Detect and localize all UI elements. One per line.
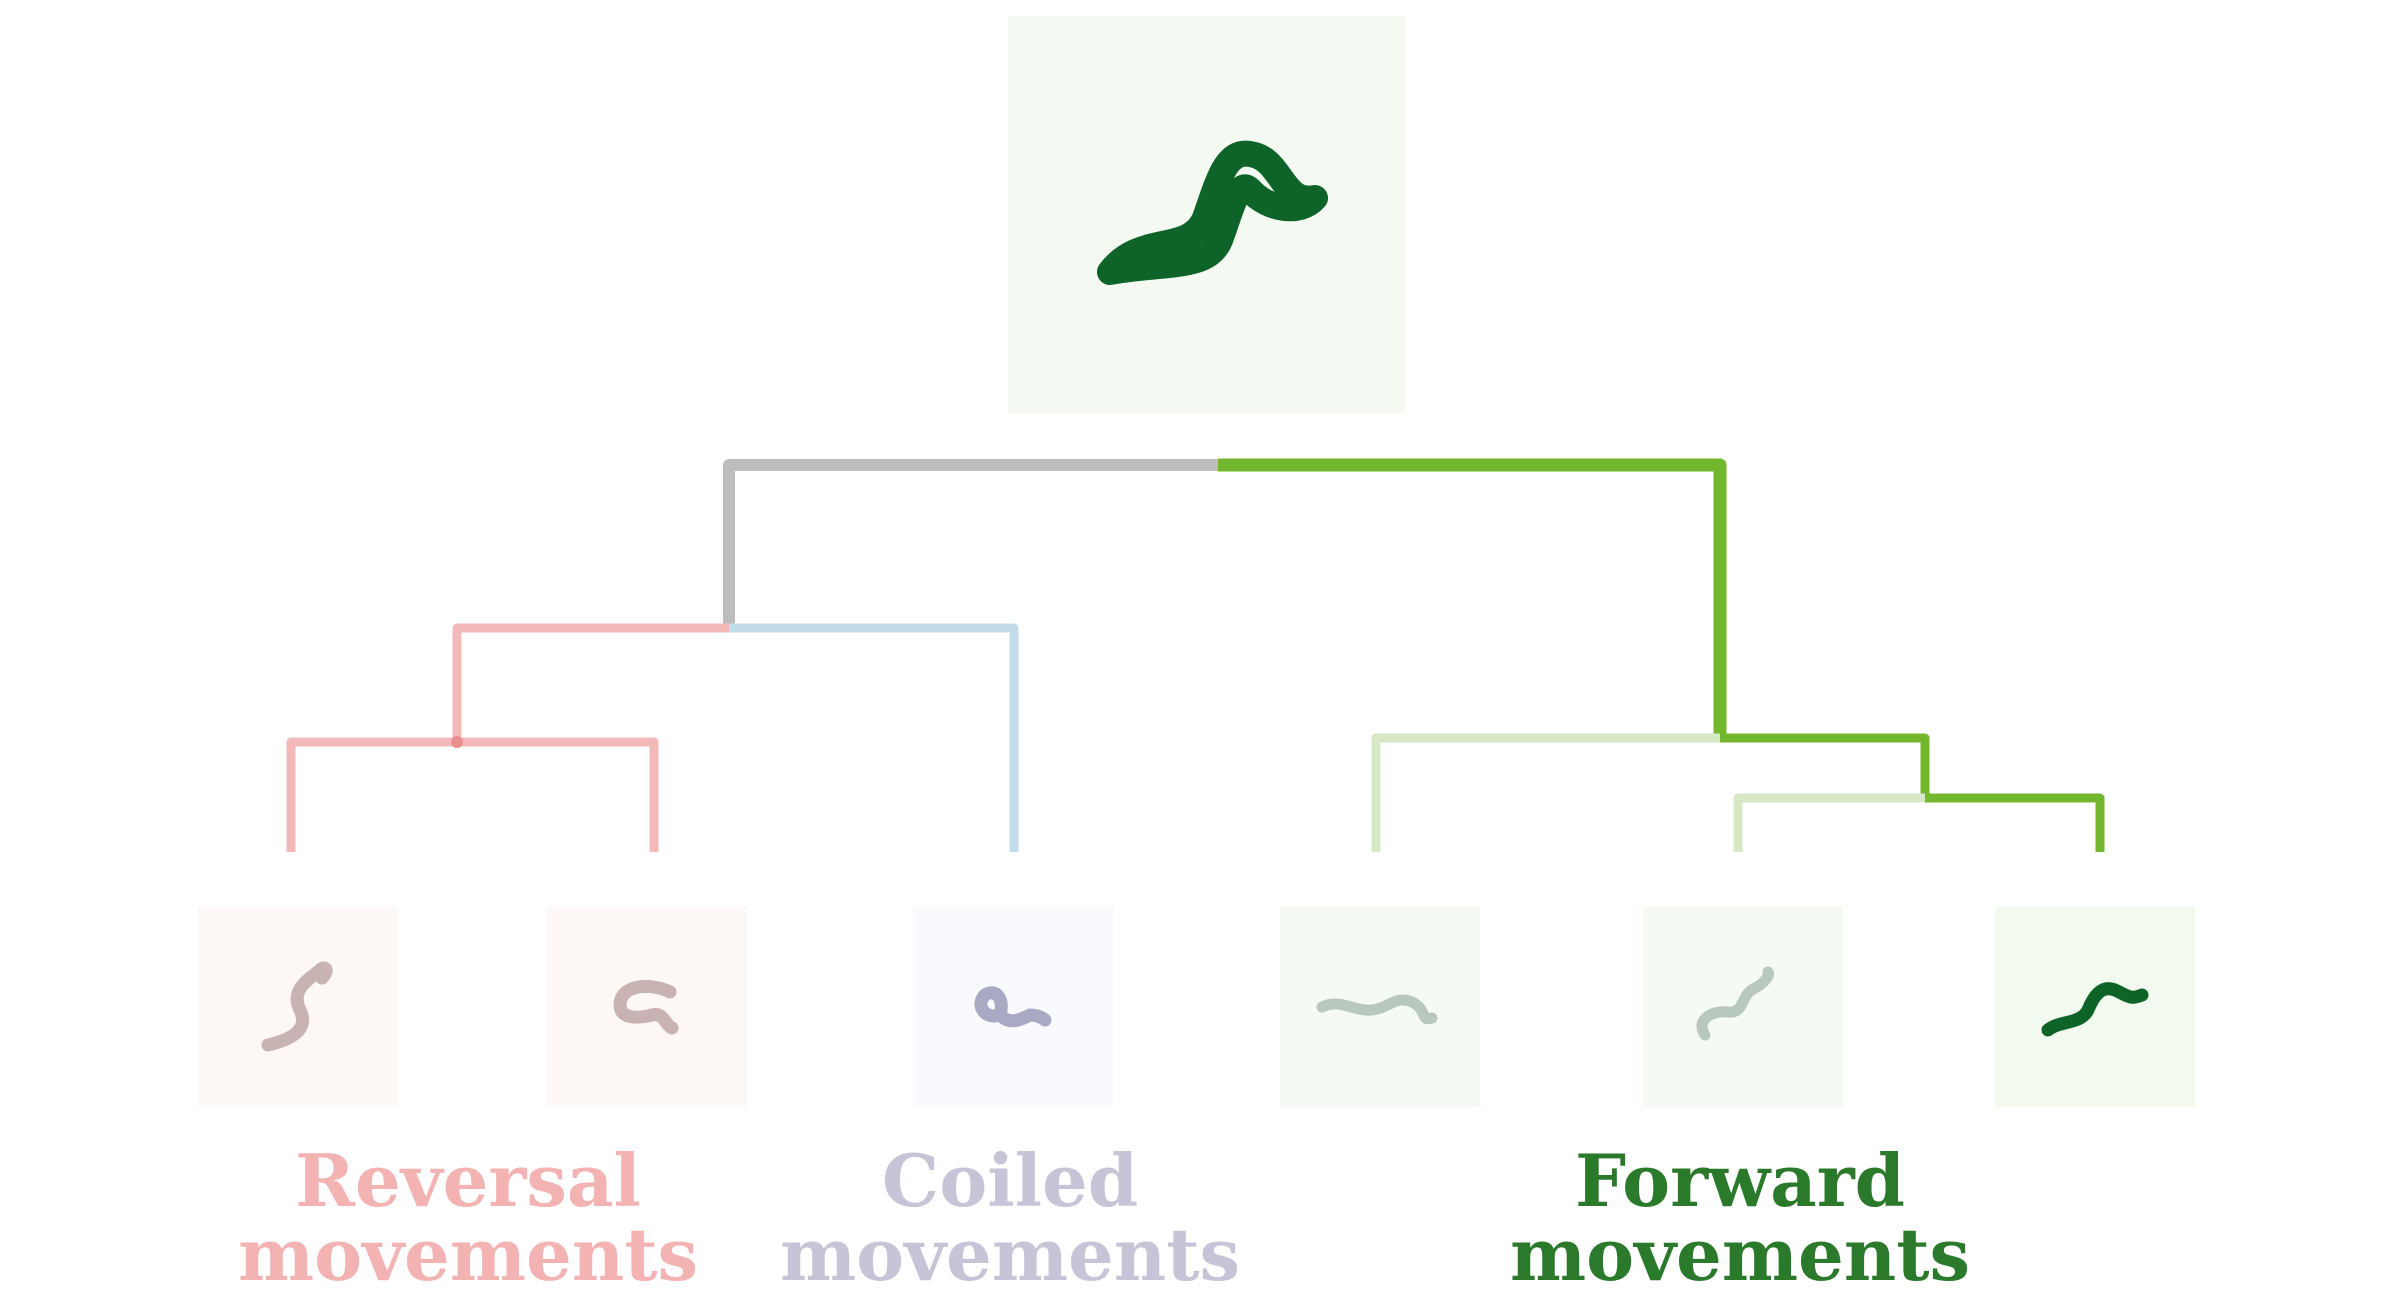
reversal-label-line2: movements [238, 1212, 698, 1297]
forward-sub-light [1733, 793, 1925, 852]
reversal-label-line1: Reversal [295, 1138, 641, 1223]
forward-sub-dark [1925, 793, 2105, 852]
coiled-label-line2: movements [780, 1212, 1240, 1297]
coiled-branch [729, 623, 1019, 852]
worm-forward-2-icon [1696, 966, 1774, 1041]
worm-reversal-1-icon [261, 961, 333, 1052]
top-worm-icon [1097, 140, 1328, 285]
reversal-branch [452, 623, 729, 742]
worm-forward-3-icon [2041, 982, 2149, 1037]
forward-label: Forward movements [1505, 1144, 1975, 1292]
coiled-label: Coiled movements [780, 1144, 1240, 1292]
worm-reversal-2-icon [613, 979, 679, 1035]
forward-light-branch [1371, 733, 1720, 852]
root-branch-left [723, 459, 1218, 628]
worm-coiled-icon [974, 986, 1052, 1028]
reversal-leaves [286, 737, 659, 852]
forward-dark-branch [1720, 733, 1930, 798]
worm-forward-1-icon [1316, 994, 1438, 1025]
coiled-label-line1: Coiled [881, 1138, 1139, 1223]
reversal-label: Reversal movements [238, 1144, 698, 1292]
leaf-panel-reversal-2 [547, 907, 747, 1107]
forward-label-line2: movements [1510, 1212, 1970, 1297]
reversal-join-dot [451, 736, 463, 748]
leaf-panel-coiled [913, 907, 1113, 1107]
root-branch-right [1218, 458, 1727, 738]
forward-label-line1: Forward [1574, 1138, 1906, 1223]
